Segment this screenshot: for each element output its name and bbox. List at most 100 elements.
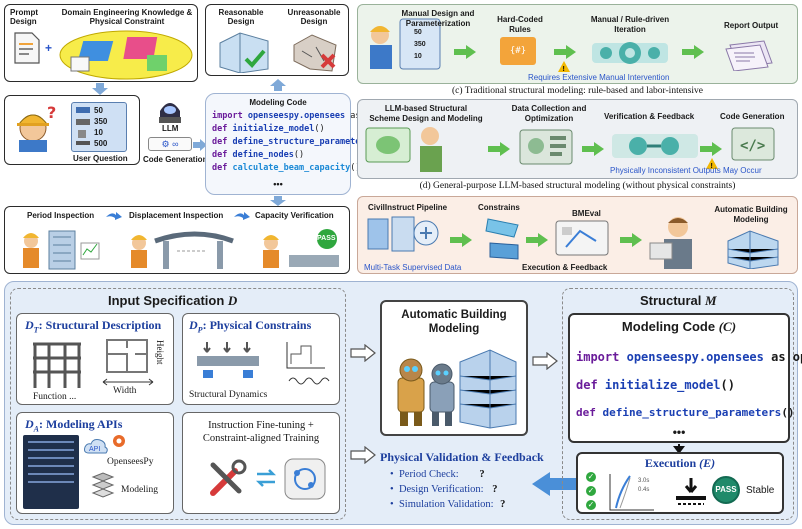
c-step1-label: Manual Design and Parameterization [401, 9, 475, 28]
function-label: Function ... [33, 392, 77, 402]
execution-title: Execution (E) [644, 456, 716, 470]
code-line-5: def calculate_beam_capacity() [212, 163, 361, 173]
d-arrow-2 [582, 142, 604, 156]
c-arrow-3 [682, 45, 704, 59]
c-arrow-2 [554, 45, 576, 59]
design-comparison-box: Reasonable Design Unreasonable Design [205, 4, 349, 76]
e-engineer-icon [649, 217, 692, 269]
d-step2-label: Data Collection and Optimization [511, 104, 587, 123]
d-step3-label: Verification & Feedback [604, 112, 695, 121]
e-multitask-label: Multi-Task Supervised Data [364, 263, 462, 272]
network-icon [284, 458, 326, 500]
big-code-line-1: import openseespy.opensees as ops [576, 350, 802, 364]
d-warning-icon: ! [706, 158, 718, 169]
robots-building-illustration [397, 349, 517, 429]
c-caption: (c) Traditional structural modeling: rul… [452, 86, 703, 96]
check-icon-1: ✓ [586, 472, 596, 482]
modeling-stack-icon [91, 472, 115, 498]
input-spec-group [10, 288, 346, 520]
prompt-design-label: Prompt Design [10, 8, 38, 26]
arrow-right-code [193, 139, 207, 151]
structural-dynamics-label: Structural Dynamics [189, 390, 268, 400]
engineer-thinking-icon: ? [17, 103, 56, 152]
iteration-gears-icon [592, 42, 668, 64]
unreasonable-design-label: Unreasonable Design [287, 8, 341, 26]
capacity-verification-label: Capacity Verification [255, 211, 334, 220]
frame-elevation-icon [33, 342, 81, 388]
structural-group [562, 288, 794, 520]
c-step2-label: Hard-Coded Rules [497, 15, 543, 34]
wave-icon [288, 377, 330, 385]
domain-knowledge-label: Domain Engineering Knowledge & Physical … [61, 8, 193, 26]
question-clipboard: 50 350 10 500 [71, 102, 127, 152]
modeling-code-title: Modeling Code [249, 98, 307, 107]
check-design: • Design Verification: ? [390, 484, 498, 495]
arrow-input-to-model-1 [350, 344, 376, 362]
arrow-input-to-model-2 [350, 446, 376, 464]
arrow-model-to-structural [532, 352, 558, 370]
big-code-line-2: def initialize_model() [576, 378, 735, 392]
big-code-title: Modeling Code (C) [621, 319, 737, 334]
code-generation-icon: </> [731, 127, 775, 161]
user-question-label: User Question [73, 154, 128, 163]
reasonable-design-label: Reasonable Design [218, 8, 264, 26]
code-block: import openseespy.opensees as ops def in… [212, 110, 381, 175]
e-automatic-label: Automatic Building Modeling [714, 205, 788, 224]
e-arrow-1 [450, 233, 472, 247]
finetune-box: Instruction Fine-tuning + Constraint-ali… [182, 412, 340, 514]
capacity-verification-illustration [263, 229, 339, 268]
code-line-1: import openseespy.opensees as ops [212, 111, 381, 121]
pass-badge: PASS [317, 235, 336, 242]
floor-plan-icon [106, 339, 148, 373]
data-collection-icon [519, 129, 573, 165]
big-code-ellipsis: ••• [672, 425, 686, 439]
c-step3-label: Manual / Rule-driven Iteration [590, 15, 670, 34]
question-value-1: 50 [94, 106, 103, 115]
prompt-knowledge-box: Prompt Design Domain Engineering Knowled… [4, 4, 198, 82]
delta-2: 0.4s [638, 487, 650, 493]
column-icon [78, 130, 86, 138]
panel-e: CivilInstruct Pipeline Multi-Task Superv… [357, 196, 798, 274]
c-arrow-1 [454, 45, 476, 59]
reasonable-building-icon [219, 32, 269, 73]
llm-icon [159, 103, 181, 123]
check-icons: ✓ ✓ ✓ [586, 472, 596, 510]
e-pipeline-label: CivilInstruct Pipeline [368, 203, 448, 212]
e-constraints-label: Constrains [478, 203, 520, 212]
check-simulation: • Simulation Validation: ? [390, 499, 506, 510]
d-note: Physically Inconsistent Outputs May Occu… [610, 166, 762, 175]
llm-label: LLM [162, 124, 179, 133]
feedback-arrow [532, 472, 576, 496]
code-line-4: def define_nodes() [212, 150, 305, 160]
document-icon [14, 32, 40, 64]
drift-plot-icon [609, 474, 654, 511]
validation-list: • Period Check: ? • Design Verification:… [390, 467, 505, 512]
engineer-clipboard-icon [370, 18, 441, 70]
big-code-line-3: def define_structure_parameters() [576, 406, 795, 419]
inspection-arrow-2 [234, 212, 250, 220]
c-clip-value-2: 350 [414, 41, 426, 48]
arrow-down-1 [92, 83, 108, 95]
auto-title: Automatic Building Modeling [401, 309, 507, 335]
c-warning-icon: ! [558, 61, 570, 72]
execution-box: Execution (E) ✓ ✓ ✓ 3.0s 0.4s PASS Stabl… [576, 452, 784, 514]
unreasonable-building-icon [293, 34, 337, 72]
llm-logos: ⚙ ∞ [148, 137, 192, 151]
c-clip-value-1: 50 [414, 29, 422, 36]
physical-constraints-box: DP: Physical Constrains Structural Dynam… [182, 313, 340, 405]
question-value-3: 10 [94, 128, 103, 137]
api-label: API [89, 446, 101, 453]
exchange-arrows-icon [255, 469, 277, 487]
dp-title: DP: Physical Constrains [189, 318, 312, 335]
knowledge-illustration [59, 30, 193, 80]
question-value-2: 350 [94, 117, 108, 126]
tools-icon [210, 459, 247, 496]
arrow-up-design [270, 79, 286, 91]
period-inspection-illustration [23, 230, 100, 270]
arrow-down-inspection [270, 196, 286, 206]
svg-text:!: ! [711, 163, 713, 169]
delta-1: 3.0s [638, 478, 650, 484]
width-label: Width [113, 386, 137, 396]
opensees-label: OpenseesPy [107, 457, 154, 467]
d-arrow-1 [488, 142, 510, 156]
